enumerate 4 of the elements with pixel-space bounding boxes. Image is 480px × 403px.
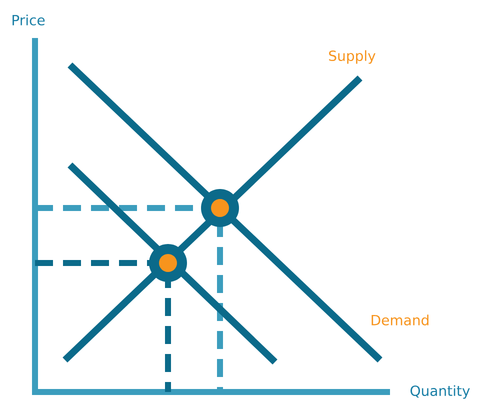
axis-label: Price <box>12 14 45 26</box>
curve-label: Supply <box>329 50 376 64</box>
axis-label: Quantity <box>410 385 470 399</box>
curve-label: Demand <box>372 314 428 326</box>
